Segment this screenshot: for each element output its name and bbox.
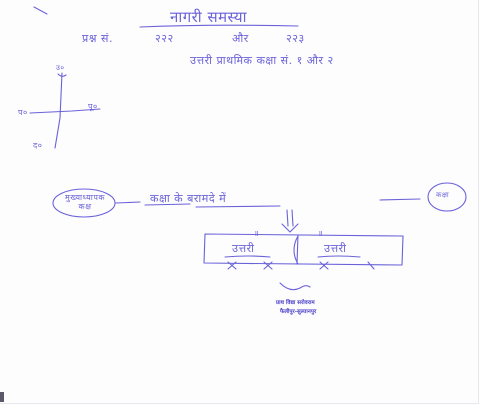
room-right-label: उत्तरी: [324, 242, 347, 255]
conjunction-text: और: [232, 32, 249, 45]
room-box-outline: [203, 233, 404, 266]
flow-line-right: [379, 198, 421, 201]
bottom-mark-1: [227, 261, 237, 270]
stamp-line-2: फैलीपुर-सुल्तानपुर: [280, 309, 317, 315]
left-oval-text: मुख्याध्यापक कक्ष: [64, 193, 106, 211]
page-title: नागरी समस्या: [170, 8, 247, 26]
room-box-divider: [296, 234, 299, 265]
flow-underline-b: [195, 205, 281, 208]
subject-line: उत्तरी प्राथमिक कक्षा सं. १ और २: [190, 54, 334, 67]
flow-underline-a: [144, 203, 191, 206]
compass-north-label: उ०: [56, 64, 65, 72]
signature-stroke: [279, 282, 311, 291]
question-number-a: २२२: [155, 32, 174, 45]
right-oval-outline: [427, 182, 467, 212]
bottom-mark-2: [263, 261, 273, 270]
left-oval-outline: [52, 188, 116, 218]
flow-center-text: कक्षा के बरामदे में: [150, 192, 227, 205]
title-underline: [139, 24, 299, 28]
compass-north-tick: [57, 73, 67, 77]
compass-horizontal-line: [29, 108, 101, 114]
stamp-line-1: प्राथ विद्या सरोवराम: [276, 300, 315, 306]
room-left-marker: ॥: [254, 229, 260, 238]
question-label: प्रश्न सं.: [82, 32, 113, 45]
right-oval-text: कक्षा: [436, 191, 450, 199]
room-right-underline: [317, 255, 361, 258]
compass-east-label: पू०: [88, 102, 98, 111]
room-right-marker: ॥: [318, 229, 324, 238]
compass-south-label: द०: [33, 141, 43, 150]
flow-line-left: [115, 201, 141, 204]
connector-arrow: [281, 223, 299, 233]
connector-left: [286, 209, 289, 227]
corner-tick: [33, 6, 48, 15]
compass-west-label: प०: [18, 108, 28, 117]
scan-edge-mark: [0, 392, 4, 402]
question-number-b: २२३: [286, 32, 305, 45]
room-left-underline: [224, 255, 271, 258]
bottom-mark-3: [319, 261, 329, 270]
room-left-label: उत्तरी: [232, 242, 255, 255]
room-box-divider-curve: [293, 235, 299, 265]
compass-vertical-line: [54, 72, 63, 149]
connector-right: [291, 209, 294, 227]
bottom-mark-4: [367, 261, 375, 270]
